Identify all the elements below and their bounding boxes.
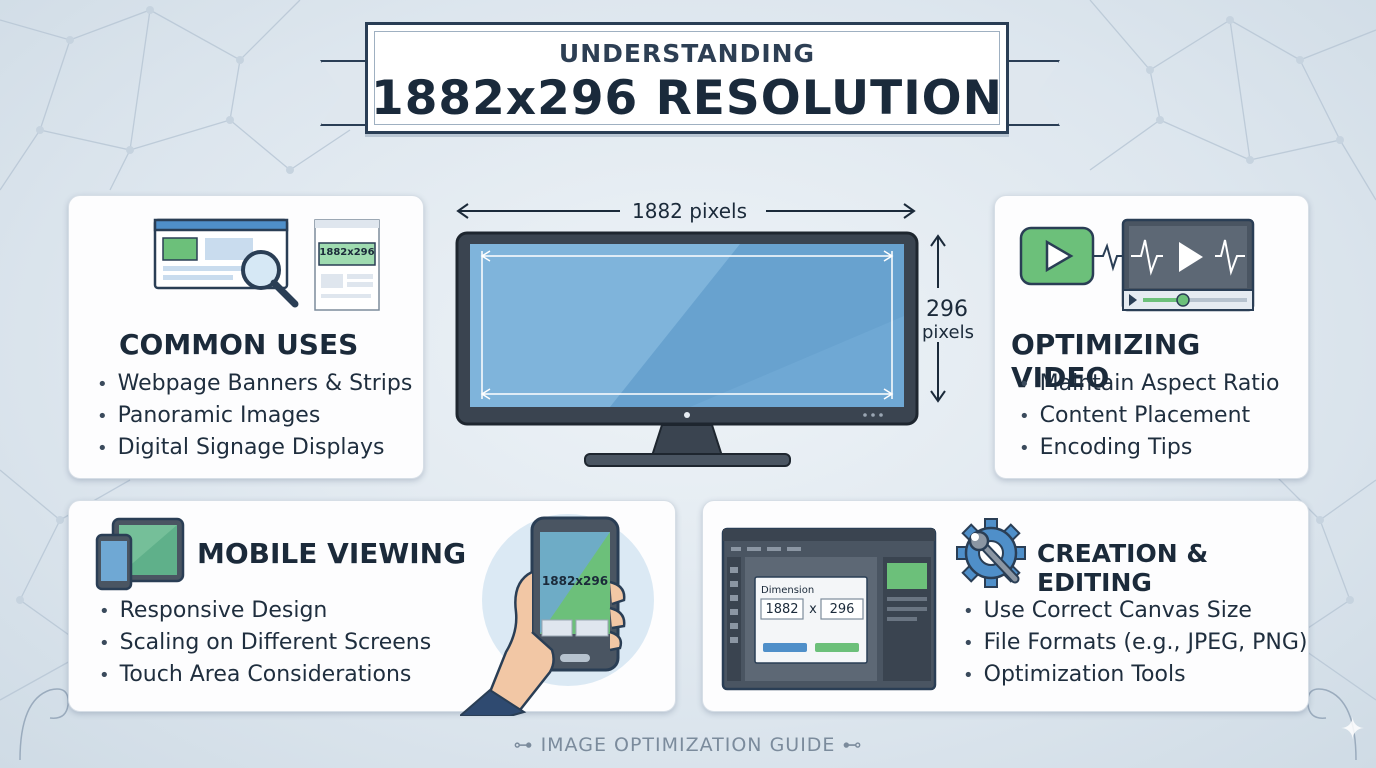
footer-caption: ⊶ IMAGE OPTIMIZATION GUIDE ⊷ (0, 734, 1376, 756)
width-arrow (456, 203, 916, 219)
resolution-badge: 1882x296 (319, 247, 375, 258)
creation-editing-title: CREATION & EDITING (1037, 539, 1209, 597)
phone-resolution-label: 1882x296 (541, 574, 609, 588)
list-item: Webpage Banners & Strips (97, 368, 413, 400)
footer-ornament-right: ⊷ (835, 734, 863, 756)
video-player-icon (1019, 218, 1255, 312)
banner-inner-border (374, 31, 1000, 125)
creation-editing-list: Use Correct Canvas Size File Formats (e.… (963, 595, 1308, 691)
footer-text: IMAGE OPTIMIZATION GUIDE (540, 734, 836, 756)
width-value-field: 1882 (765, 602, 799, 617)
height-label-number: 296 (926, 297, 968, 322)
monitor-stand (650, 424, 724, 457)
list-item: Maintain Aspect Ratio (1019, 368, 1280, 400)
width-label: 1882 pixels (632, 199, 748, 223)
footer-ornament-left: ⊶ (513, 734, 541, 756)
list-item: File Formats (e.g., JPEG, PNG) (963, 627, 1308, 659)
list-item: Content Placement (1019, 400, 1280, 432)
common-uses-card: 1882x296 COMMON USES Webpage Banners & S… (68, 195, 424, 479)
title-subheading: UNDERSTANDING (558, 39, 816, 68)
list-item: Scaling on Different Screens (99, 627, 432, 659)
optimizing-video-list: Maintain Aspect Ratio Content Placement … (1019, 368, 1280, 464)
list-item: Encoding Tips (1019, 432, 1280, 464)
dimension-label: Dimension (761, 585, 815, 596)
height-value-field: 296 (829, 602, 855, 617)
list-item: Responsive Design (99, 595, 431, 627)
page-title: 1882x296 RESOLUTION (371, 71, 1003, 126)
list-item: Digital Signage Displays (97, 432, 412, 464)
mobile-viewing-title: MOBILE VIEWING (197, 537, 467, 570)
power-led (684, 412, 690, 418)
common-uses-title: COMMON USES (119, 328, 359, 361)
height-arrow (930, 234, 946, 403)
common-uses-list: Webpage Banners & Strips Panoramic Image… (97, 368, 413, 464)
monitor-illustration (455, 203, 946, 467)
monitor-base (584, 453, 791, 467)
hand-phone-illustration (460, 514, 654, 716)
list-item: Panoramic Images (97, 400, 412, 432)
list-item: Touch Area Considerations (99, 659, 431, 691)
times-sign: x (809, 602, 817, 617)
optimizing-video-card: OPTIMIZING VIDEO Maintain Aspect Ratio C… (994, 195, 1309, 479)
creation-editing-card: Dimension 1882 x 296 CREATION & EDITING … (702, 500, 1309, 712)
list-item: Optimization Tools (963, 659, 1308, 691)
image-editor-illustration (721, 527, 937, 691)
list-item: Use Correct Canvas Size (963, 595, 1308, 627)
webpage-search-icon (153, 218, 380, 311)
title-banner: UNDERSTANDING 1882x296 RESOLUTION (365, 22, 1009, 134)
sparkle-icon: ✦ (1340, 712, 1366, 747)
gear-wrench-icon (956, 518, 1026, 588)
mobile-viewing-list: Responsive Design Scaling on Different S… (99, 595, 432, 691)
height-label-unit: pixels (922, 322, 974, 343)
devices-icon (95, 517, 185, 591)
